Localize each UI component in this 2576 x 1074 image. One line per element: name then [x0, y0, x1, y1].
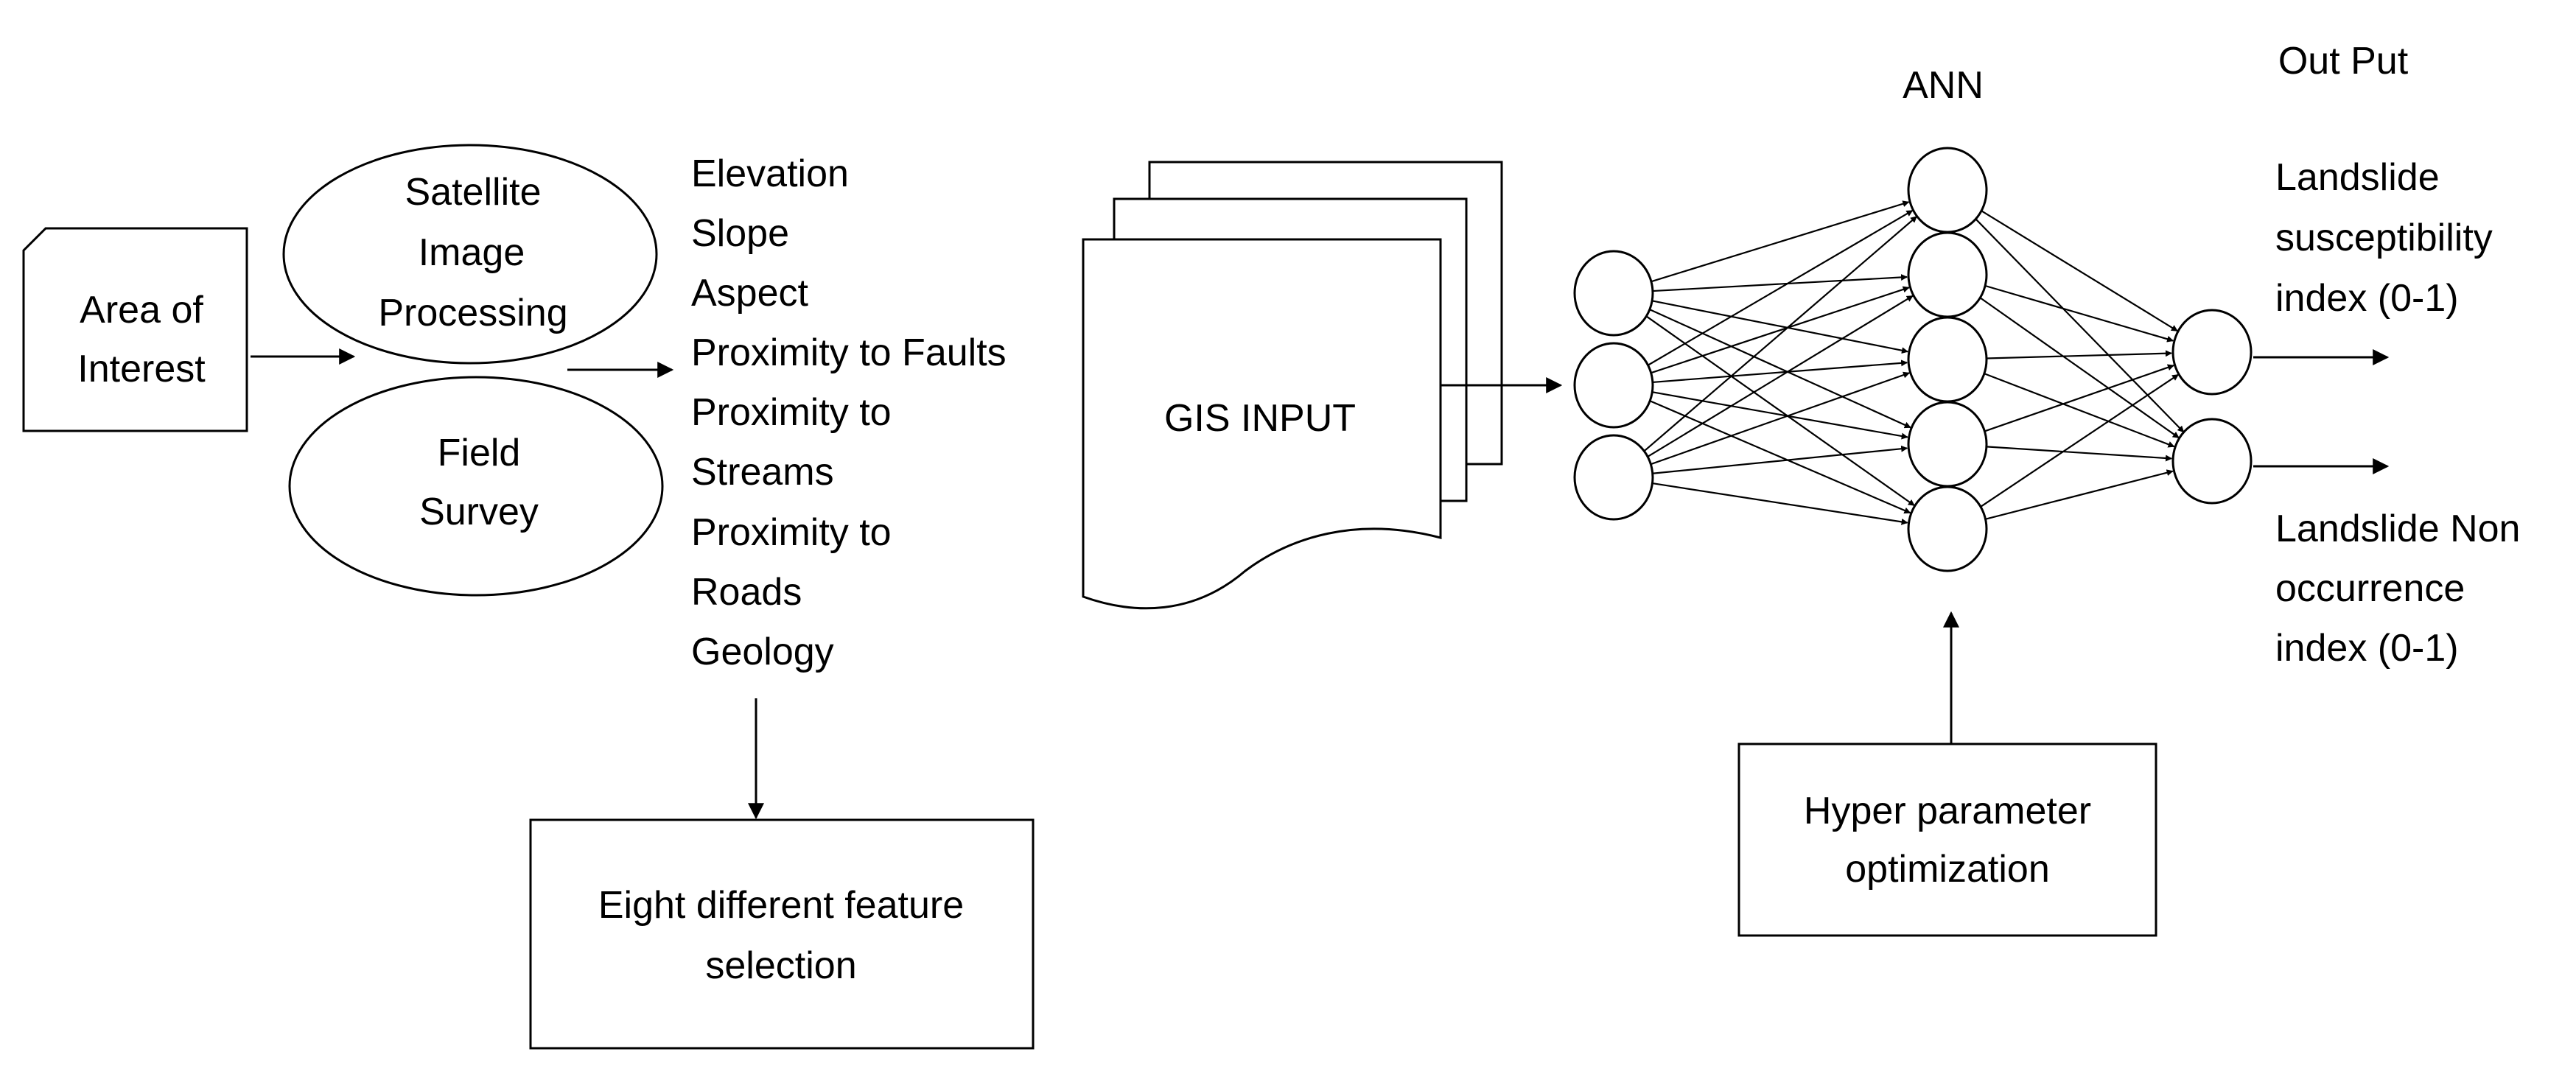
output1-line2: susceptibility: [2275, 217, 2493, 259]
ann-connection: [1979, 373, 2180, 508]
area-of-interest-line1: Area of: [80, 289, 203, 331]
ann-output-node: [2171, 418, 2253, 505]
ann-network: [1573, 147, 2253, 572]
ann-connection: [1652, 359, 1908, 384]
ann-nodes: [1573, 147, 2253, 572]
ann-connection: [1646, 295, 1914, 458]
ann-connection: [1651, 300, 1908, 354]
satellite-line3: Processing: [378, 292, 567, 334]
ann-connection: [1645, 315, 1915, 507]
feature-selection-box: Eight different feature selection: [529, 818, 1035, 1050]
ann-hidden-node: [1907, 231, 1988, 318]
output1-label: Landslide susceptibility index (0-1): [2275, 156, 2493, 320]
output2-line1: Landslide Non: [2275, 508, 2520, 550]
ann-connection: [1642, 216, 1918, 453]
feature-item: Proximity to Faults: [691, 331, 1007, 374]
ann-connection: [1649, 399, 1911, 514]
field-survey-line1: Field: [438, 432, 521, 474]
ann-connection: [1650, 371, 1910, 466]
hyper-line2: optimization: [1845, 848, 2049, 891]
ann-output-node: [2171, 309, 2253, 396]
ann-connection: [1648, 308, 1911, 429]
hyper-parameter-box: Hyper parameter optimization: [1737, 743, 2157, 937]
output2-line2: occurrence: [2275, 567, 2465, 610]
ann-connection: [1984, 284, 2174, 343]
output2-label: Landslide Non occurrence index (0-1): [2275, 508, 2520, 670]
ann-connection: [1986, 350, 2172, 359]
ann-hidden-node: [1907, 485, 1988, 572]
ann-connection: [1647, 209, 1914, 367]
ann-hidden-node: [1907, 147, 1988, 234]
hyper-line1: Hyper parameter: [1804, 790, 2091, 832]
ann-connection: [1650, 286, 1910, 374]
ann-connection: [1651, 200, 1910, 283]
ann-hidden-node: [1907, 401, 1988, 488]
feature-selection-line2: selection: [705, 944, 856, 987]
ann-connection: [1985, 469, 2174, 520]
feature-list: Elevation Slope Aspect Proximity to Faul…: [691, 152, 1007, 673]
output1-line1: Landslide: [2275, 156, 2440, 199]
feature-item: Roads: [691, 571, 802, 614]
feature-item: Geology: [691, 631, 834, 673]
ann-connection: [1652, 273, 1908, 292]
feature-item: Proximity to: [691, 391, 892, 434]
ann-input-node: [1573, 434, 1654, 521]
ann-connection: [1980, 209, 2178, 332]
feature-item: Slope: [691, 212, 789, 255]
ann-connection: [1978, 296, 2180, 439]
ann-connections: [1642, 200, 2185, 525]
ann-connection: [1974, 217, 2185, 433]
ann-connection: [1652, 482, 1908, 525]
field-survey-ellipse: Field Survey: [288, 376, 664, 597]
feature-selection-line1: Eight different feature: [598, 884, 964, 927]
feature-item: Aspect: [691, 272, 809, 315]
output1-line3: index (0-1): [2275, 277, 2459, 320]
area-of-interest-box: Area of Interest: [22, 227, 248, 432]
ann-label: ANN: [1903, 64, 1984, 107]
ann-connection: [1984, 372, 2175, 448]
gis-input-documents: GIS INPUT: [1082, 161, 1503, 610]
satellite-line1: Satellite: [405, 171, 542, 214]
gis-input-label: GIS INPUT: [1164, 397, 1356, 440]
feature-item: Proximity to: [691, 511, 892, 554]
output2-line3: index (0-1): [2275, 627, 2459, 670]
feature-item: Elevation: [691, 152, 849, 195]
ann-hidden-node: [1907, 316, 1988, 403]
satellite-ellipse: Satellite Image Processing: [282, 144, 658, 365]
feature-item: Streams: [691, 451, 834, 494]
area-of-interest-line2: Interest: [77, 348, 206, 390]
satellite-line2: Image: [419, 231, 525, 274]
ann-connection: [1652, 445, 1908, 474]
ann-connection: [1986, 446, 2173, 462]
ann-input-node: [1573, 250, 1654, 337]
ann-input-node: [1573, 342, 1654, 429]
ann-connection: [1984, 364, 2174, 432]
output-title: Out Put: [2278, 40, 2409, 83]
ann-connection: [1652, 391, 1908, 440]
field-survey-line2: Survey: [419, 491, 539, 533]
